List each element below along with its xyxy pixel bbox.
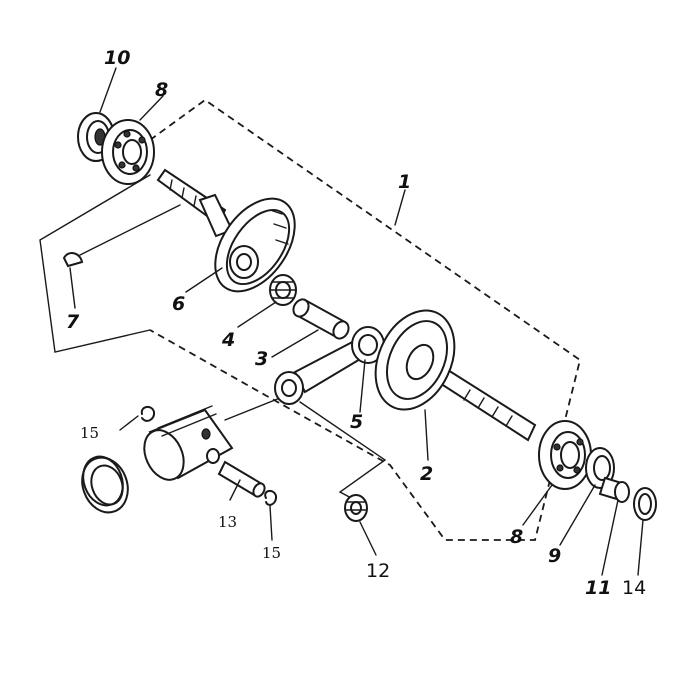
woodruff-key bbox=[62, 252, 84, 268]
piston-rings bbox=[81, 455, 129, 514]
needle-bearing-leader bbox=[299, 401, 387, 501]
ball-bearing-right bbox=[538, 420, 592, 490]
crankshaft-left-half bbox=[156, 168, 296, 293]
callout-4: 4 bbox=[221, 329, 235, 351]
spacer-collar bbox=[598, 476, 630, 503]
needle-bearing-crankpin bbox=[269, 274, 297, 306]
callout-8-top: 8 bbox=[155, 79, 168, 101]
key-leader-polygon bbox=[39, 174, 151, 353]
piston bbox=[143, 405, 234, 481]
washer bbox=[633, 487, 657, 521]
crankshaft-right-half bbox=[374, 309, 537, 442]
circlip-left bbox=[140, 406, 156, 422]
callout-5: 5 bbox=[350, 411, 363, 433]
callout-2: 2 bbox=[420, 463, 433, 485]
callout-15-left: 15 bbox=[80, 424, 99, 442]
ball-bearing-left bbox=[101, 119, 155, 185]
small-end-bearing bbox=[344, 494, 368, 522]
callout-7: 7 bbox=[66, 311, 80, 333]
callout-12: 12 bbox=[366, 560, 390, 582]
circlip-bottom bbox=[264, 490, 278, 506]
piston-leader bbox=[224, 397, 281, 421]
callout-leaders bbox=[69, 67, 644, 576]
callout-10: 10 bbox=[104, 47, 130, 69]
callout-9: 9 bbox=[548, 545, 561, 567]
callout-3: 3 bbox=[255, 348, 268, 370]
assembly-boundary-dashed bbox=[149, 98, 582, 541]
key-leader-line bbox=[79, 204, 181, 256]
callout-15-bottom: 15 bbox=[262, 544, 281, 562]
callout-13: 13 bbox=[218, 513, 237, 531]
connecting-rod bbox=[274, 326, 385, 405]
callout-8-bottom: 8 bbox=[510, 526, 523, 548]
callout-1: 1 bbox=[398, 171, 411, 193]
crank-pin bbox=[292, 298, 350, 340]
callout-14: 14 bbox=[622, 577, 646, 599]
callout-11: 11 bbox=[585, 577, 611, 599]
piston-pin bbox=[217, 460, 266, 498]
callout-6: 6 bbox=[172, 293, 185, 315]
